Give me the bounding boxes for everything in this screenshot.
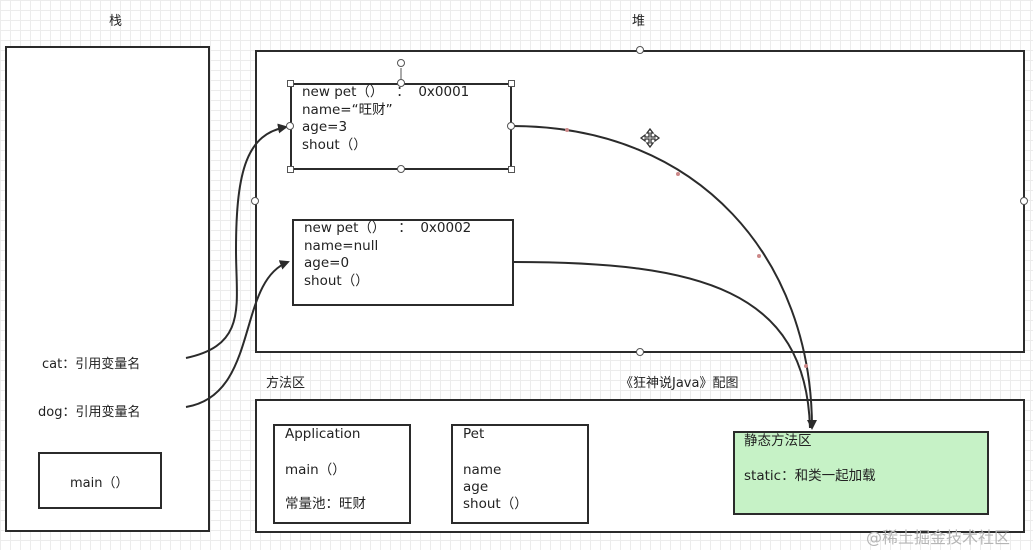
- heap-object-dog[interactable]: [292, 219, 514, 306]
- main-frame-box[interactable]: [38, 452, 162, 509]
- application-class-box[interactable]: [273, 424, 411, 524]
- cat-to-object1-arrow[interactable]: [185, 123, 288, 359]
- application-title: Application: [285, 426, 361, 442]
- object1-to-static-arrow[interactable]: [511, 125, 817, 430]
- resize-handle-top-right[interactable]: [508, 80, 515, 87]
- static-area-title: 静态方法区: [744, 433, 812, 449]
- object1-age: age=3: [302, 119, 348, 135]
- waypoint-dot: [676, 172, 680, 176]
- heap-anchor-bottom[interactable]: [636, 348, 644, 356]
- stack-label: 栈: [109, 14, 123, 29]
- diagram-caption: 《狂神说Java》配图: [620, 376, 739, 391]
- application-constant-pool: 常量池：旺财: [285, 496, 366, 512]
- object2-method: shout（）: [304, 273, 369, 289]
- heap-anchor-left[interactable]: [251, 197, 259, 205]
- object2-to-static-arrow[interactable]: [513, 261, 811, 429]
- object1-method: shout（）: [302, 137, 367, 153]
- heap-anchor-top[interactable]: [636, 46, 644, 54]
- application-main: main（）: [285, 462, 346, 478]
- object2-name: name=null: [304, 237, 379, 254]
- pet-field-name: name: [463, 462, 502, 478]
- dog-to-object2-arrow[interactable]: [185, 260, 290, 408]
- site-watermark: @稀土掘金技术社区: [866, 528, 1011, 547]
- object2-age: age=0: [304, 255, 350, 271]
- cat-reference[interactable]: cat：引用变量名: [42, 357, 141, 372]
- resize-handle-top[interactable]: [397, 79, 405, 87]
- resize-handle-bottom[interactable]: [397, 165, 405, 173]
- static-area-desc: static：和类一起加载: [744, 468, 876, 484]
- heap-anchor-right[interactable]: [1020, 197, 1028, 205]
- pet-field-age: age: [463, 479, 489, 495]
- rotate-handle[interactable]: [397, 59, 405, 67]
- heap-label: 堆: [632, 14, 646, 29]
- object1-name: name=“旺财”: [302, 101, 393, 118]
- method-area-label: 方法区: [266, 376, 306, 391]
- stack-region[interactable]: [5, 46, 210, 532]
- resize-handle-bottom-left[interactable]: [287, 166, 294, 173]
- resize-handle-bottom-right[interactable]: [508, 166, 515, 173]
- dog-reference[interactable]: dog：引用变量名: [38, 405, 141, 420]
- pet-class-box[interactable]: [451, 424, 589, 524]
- object2-header: new pet（） ： 0x0002: [304, 220, 472, 236]
- waypoint-dot: [757, 254, 761, 258]
- waypoint-dot: [565, 128, 569, 132]
- resize-handle-left[interactable]: [286, 122, 294, 130]
- pet-class-title: Pet: [463, 426, 485, 442]
- resize-handle-right[interactable]: [507, 122, 515, 130]
- pet-method-shout: shout（）: [463, 496, 528, 512]
- static-method-area-box[interactable]: [733, 431, 989, 515]
- object1-header: new pet（） ： 0x0001: [302, 84, 470, 100]
- waypoint-dot: [804, 364, 808, 368]
- resize-handle-top-left[interactable]: [287, 80, 294, 87]
- main-frame-label: main（）: [70, 476, 129, 491]
- move-cursor-icon: [639, 127, 661, 149]
